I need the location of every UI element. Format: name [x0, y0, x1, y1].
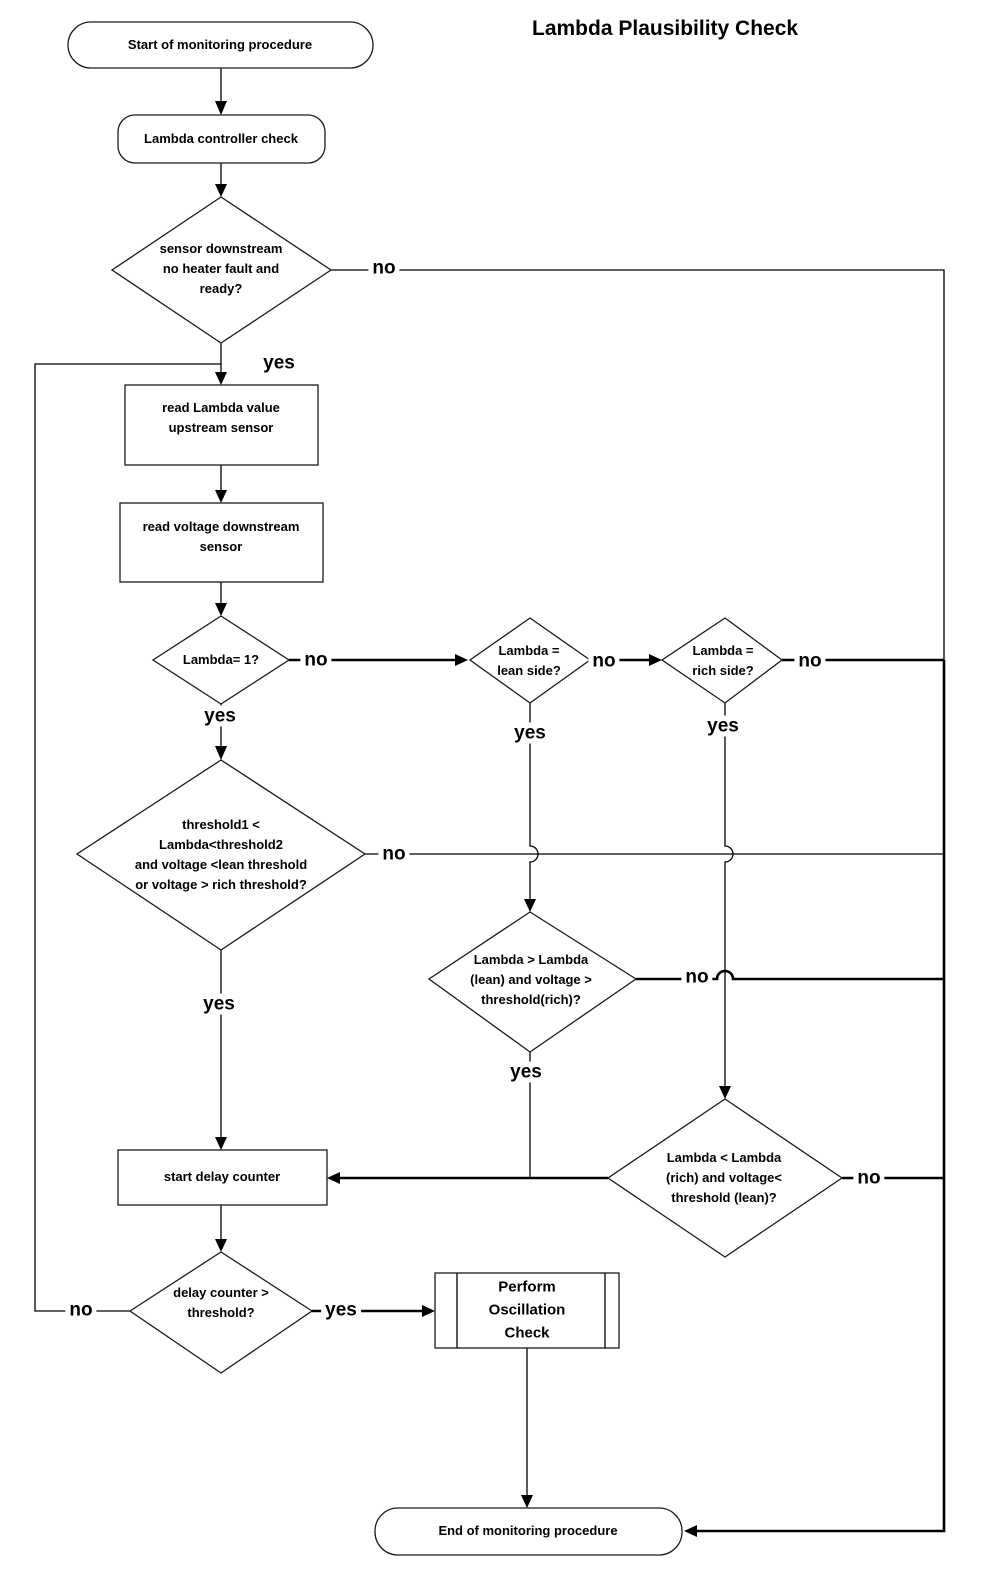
arrow-right-icon [455, 654, 468, 666]
controller-check-shape [117, 114, 326, 164]
threshold-window-label: threshold1 < Lambda<threshold2 and volta… [134, 817, 308, 892]
lambda-rich-no-label: no [794, 650, 826, 672]
arrow-down-icon [215, 1137, 227, 1150]
read-voltage-shape [119, 502, 324, 583]
arrow-down-icon [215, 101, 227, 115]
start-terminator-shape [67, 21, 374, 69]
lambda-gt-lean-label: Lambda > Lambda (lean) and voltage > thr… [470, 952, 592, 1007]
lambda-rich-diamond [660, 617, 784, 704]
delay-check-no-label: no [65, 1299, 97, 1321]
arrow-down-icon [524, 899, 536, 912]
oscillation-side-bars [456, 1273, 606, 1348]
sensor-ready-label: sensor downstream no heater fault and re… [159, 241, 283, 296]
arrow-right-icon [422, 1305, 435, 1317]
arrow-down-icon [215, 490, 227, 503]
end-terminator-shape [374, 1507, 683, 1556]
lambda-lt-rich-no-label: no [853, 1167, 885, 1189]
edge-rich-yes-with-hop [724, 703, 734, 1086]
delay-check-label: delay counter > threshold? [173, 1285, 269, 1320]
lambda-eq-1-diamond [151, 615, 291, 705]
arrow-down-icon [719, 1086, 731, 1099]
sensor-ready-yes-label: yes [259, 352, 299, 374]
edge-sensor-no-to-rail [331, 269, 945, 660]
oscillation-shape [434, 1272, 620, 1349]
read-voltage-label: read voltage downstream sensor [142, 519, 300, 554]
lambda-gt-lean-yes-label: yes [506, 1061, 546, 1083]
lambda-eq-1-yes-label: yes [200, 705, 240, 727]
read-lambda-shape [124, 384, 319, 466]
lambda-gt-lean-no-label: no [681, 966, 713, 988]
lambda-lean-no-label: no [588, 650, 620, 672]
lambda-lean-label: Lambda = lean side? [497, 643, 561, 678]
arrow-down-icon [215, 746, 227, 760]
arrow-down-icon [521, 1495, 533, 1508]
lambda-gt-lean-diamond [427, 911, 638, 1053]
delay-check-diamond [128, 1251, 314, 1374]
lambda-lean-diamond [468, 617, 592, 704]
threshold-window-no-label: no [378, 843, 410, 865]
arrow-down-icon [215, 603, 227, 616]
arrow-left-icon [327, 1172, 340, 1184]
threshold-window-diamond [75, 759, 367, 951]
arrow-right-icon [649, 654, 662, 666]
read-lambda-label: read Lambda value upstream sensor [162, 400, 280, 435]
lambda-lt-rich-label: Lambda < Lambda (rich) and voltage< thre… [666, 1150, 782, 1205]
lambda-rich-label: Lambda = rich side? [692, 643, 754, 678]
arrow-down-icon [215, 1239, 227, 1252]
edge-rail-to-end [697, 660, 946, 1533]
end-label: End of monitoring procedure [438, 1523, 618, 1538]
start-delay-shape [117, 1149, 328, 1206]
arrow-down-icon [215, 184, 227, 197]
arrow-down-icon [215, 372, 227, 385]
start-label: Start of monitoring procedure [127, 37, 313, 52]
sensor-ready-diamond [110, 196, 333, 344]
lambda-eq-1-no-label: no [300, 649, 332, 671]
edge-gtlean-no-with-hop [636, 969, 944, 981]
oscillation-label: Perform Oscillation Check [488, 1278, 566, 1342]
page-title: Lambda Plausibility Check [532, 17, 799, 40]
start-delay-label: start delay counter [163, 1169, 281, 1184]
delay-check-yes-label: yes [321, 1299, 361, 1321]
arrow-left-icon [684, 1525, 697, 1537]
lambda-lean-yes-label: yes [510, 722, 550, 744]
sensor-ready-no-label: no [368, 257, 400, 279]
lambda-rich-yes-label: yes [703, 715, 743, 737]
controller-check-label: Lambda controller check [144, 131, 298, 146]
lambda-eq-1-label: Lambda= 1? [182, 652, 260, 667]
threshold-window-yes-label: yes [199, 993, 239, 1015]
lambda-lt-rich-diamond [606, 1098, 844, 1258]
